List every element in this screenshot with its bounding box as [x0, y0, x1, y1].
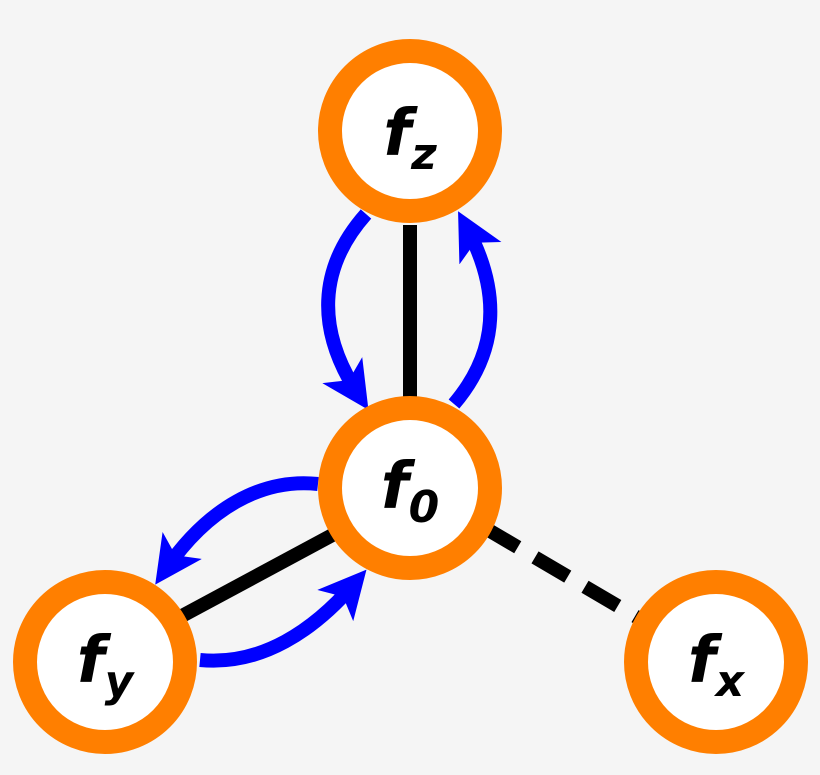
arrow-fy-to-f0: [199, 569, 367, 668]
edge-f0-fy: [176, 525, 342, 624]
node-f0-circle: [318, 396, 502, 580]
node-fx-circle: [624, 570, 808, 754]
node-fx: fx: [624, 570, 808, 754]
node-fz: fz: [318, 39, 502, 223]
node-fx-label: fx: [688, 624, 746, 707]
arrow-fz-to-f0: [321, 209, 372, 410]
arrow-f0-to-fz: [448, 211, 502, 409]
node-fy: fy: [13, 570, 197, 754]
edge-f0-fx-dashed: [481, 521, 649, 629]
node-fy-circle: [13, 570, 197, 754]
node-f0: f0: [318, 396, 502, 580]
node-fz-circle: [318, 39, 502, 223]
node-f0-label: f0: [381, 450, 439, 533]
arrow-f0-to-fy: [155, 476, 319, 585]
